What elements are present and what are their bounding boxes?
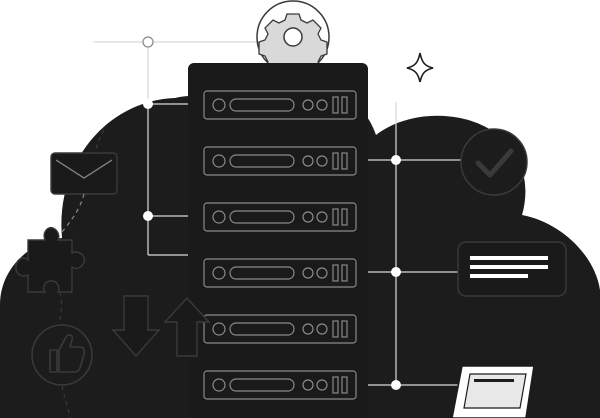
connector-node (143, 211, 153, 221)
server-unit (203, 146, 357, 176)
server-unit-frame (203, 202, 357, 232)
server-bar (332, 96, 339, 114)
server-bar (341, 320, 348, 338)
server-unit-frame (203, 146, 357, 176)
server-led (302, 323, 314, 335)
server-bar (332, 208, 339, 226)
server-unit-frame (203, 90, 357, 120)
server-bar (332, 264, 339, 282)
server-led (212, 378, 226, 392)
server-led (302, 267, 314, 279)
server-led (316, 379, 328, 391)
server-bar (341, 376, 348, 394)
server-led (212, 322, 226, 336)
left-connectors (147, 103, 188, 256)
arrow-down-icon (111, 295, 161, 358)
server-bar (341, 96, 348, 114)
server-led (316, 99, 328, 111)
server-bar (341, 208, 348, 226)
server-unit (203, 370, 357, 400)
arrow-up-icon (163, 296, 211, 357)
server-drive-slot (229, 266, 295, 280)
server-bar (332, 376, 339, 394)
server-led (316, 323, 328, 335)
server-unit-frame (203, 370, 357, 400)
dashed-link (59, 291, 63, 321)
server-unit (203, 314, 357, 344)
server-bar (332, 152, 339, 170)
sparkle-icon (406, 52, 434, 83)
server-led (302, 379, 314, 391)
server-drive-slot (229, 98, 295, 112)
dashed-link (94, 129, 105, 154)
server-led (212, 154, 226, 168)
server-drive-slot (229, 210, 295, 224)
puzzle-icon (15, 226, 85, 293)
server-drive-slot (229, 378, 295, 392)
dashed-link (61, 385, 71, 418)
server-unit-frame (203, 258, 357, 288)
server-led (316, 267, 328, 279)
server-led (316, 211, 328, 223)
mail-icon (50, 152, 118, 195)
connector-node (143, 99, 153, 109)
server-led (212, 210, 226, 224)
server-unit (203, 258, 357, 288)
server-led (316, 155, 328, 167)
server-led (212, 98, 226, 112)
connector-node (391, 155, 401, 165)
right-connectors (368, 102, 466, 386)
connector-node (391, 380, 401, 390)
server-led (302, 211, 314, 223)
thumbs-up-icon (31, 324, 93, 386)
server-unit (203, 90, 357, 120)
server-units (203, 90, 357, 400)
server-bar (332, 320, 339, 338)
server-led (212, 266, 226, 280)
server-bar (341, 152, 348, 170)
laptop-icon (451, 365, 535, 418)
dashed-link (61, 193, 85, 233)
server-led (302, 155, 314, 167)
server-drive-slot (229, 322, 295, 336)
server-unit (203, 202, 357, 232)
server-unit-frame (203, 314, 357, 344)
server-drive-slot (229, 154, 295, 168)
connector-node (391, 267, 401, 277)
server-led (302, 99, 314, 111)
connector-node (142, 36, 154, 48)
server-bar (341, 264, 348, 282)
check-circle-icon (460, 128, 528, 196)
chat-bubble-icon (457, 241, 567, 297)
